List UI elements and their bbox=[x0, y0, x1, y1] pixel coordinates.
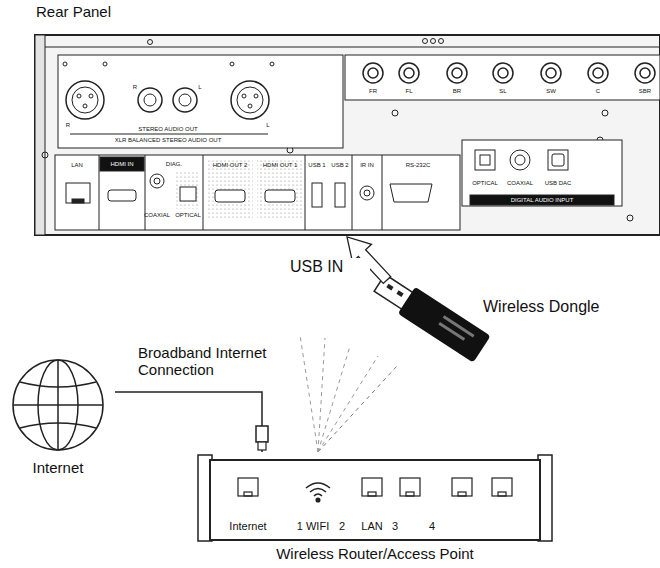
wireless-signal-line bbox=[318, 338, 325, 452]
connector-label: IR IN bbox=[360, 162, 374, 169]
globe-icon bbox=[13, 360, 103, 450]
network-plug bbox=[256, 426, 268, 442]
wireless-signal-line bbox=[318, 356, 378, 452]
wireless-signal-line bbox=[318, 366, 397, 452]
connector-label: RS-232C bbox=[406, 162, 431, 169]
connector-label: HDMI OUT 2 bbox=[213, 162, 248, 169]
connector-label: SW bbox=[546, 88, 556, 95]
wireless-router: Wireless Router/Access Point bbox=[198, 452, 552, 565]
connector-label: XLR BALANCED STEREO AUDIO OUT bbox=[115, 137, 222, 144]
node-label: Wireless Dongle bbox=[483, 298, 599, 316]
router-drawing bbox=[198, 455, 552, 541]
wireless-signal-line bbox=[300, 335, 318, 452]
connector-label: COAXIAL bbox=[144, 212, 170, 219]
connector-label: SBR bbox=[639, 88, 651, 95]
connector-label: L bbox=[198, 84, 201, 91]
connector-label: LAN bbox=[71, 162, 83, 169]
connector-label: BR bbox=[453, 88, 461, 95]
cable-line bbox=[115, 392, 262, 452]
internet-globe: Internet bbox=[5, 355, 115, 480]
port-label: 3 bbox=[392, 520, 398, 532]
port-label: 2 bbox=[339, 520, 345, 532]
connector-label: L bbox=[266, 122, 269, 129]
connector-label: COAXIAL bbox=[507, 180, 533, 187]
connector-label: USB 1 bbox=[308, 162, 325, 169]
connector bbox=[300, 335, 397, 452]
port-label: LAN bbox=[361, 520, 382, 532]
edge-label: Broadband Internet Connection bbox=[138, 345, 288, 378]
connector-label: R bbox=[66, 122, 70, 129]
connector-label: OPTICAL bbox=[175, 212, 201, 219]
network-plug bbox=[258, 442, 266, 450]
node-label: Rear Panel bbox=[36, 4, 111, 21]
connector-label: USB 2 bbox=[331, 162, 348, 169]
port-label: 1 WIFI bbox=[297, 520, 329, 532]
rear-panel-drawing bbox=[35, 35, 660, 235]
connector-label: FL bbox=[405, 88, 412, 95]
connector-label: DIGITAL AUDIO INPUT bbox=[509, 197, 576, 204]
connector-label: C bbox=[596, 88, 600, 95]
connector-label: FR bbox=[369, 88, 377, 95]
port-label: Internet bbox=[229, 520, 266, 532]
connector bbox=[115, 392, 268, 452]
node-label: Internet bbox=[33, 460, 84, 477]
connector-label: USB DAC bbox=[545, 180, 572, 187]
wireless-dongle: Wireless Dongle bbox=[375, 280, 625, 366]
node-label: Wireless Router/Access Point bbox=[276, 546, 474, 563]
connector-label: SL bbox=[499, 88, 506, 95]
connector-label: OPTICAL bbox=[472, 180, 498, 187]
connector-label: STEREO AUDIO OUT bbox=[138, 126, 197, 133]
edge-label: USB IN bbox=[290, 258, 370, 276]
wireless-signal-line bbox=[318, 346, 350, 452]
connector-label: HDMI OUT 1 bbox=[263, 162, 298, 169]
connector-label: R bbox=[133, 84, 137, 91]
connector-label: HDMI IN bbox=[109, 161, 136, 168]
connector-label: DIAG. bbox=[166, 161, 182, 168]
port-label: 4 bbox=[429, 520, 435, 532]
wireless-dongle-drawing bbox=[371, 269, 491, 362]
